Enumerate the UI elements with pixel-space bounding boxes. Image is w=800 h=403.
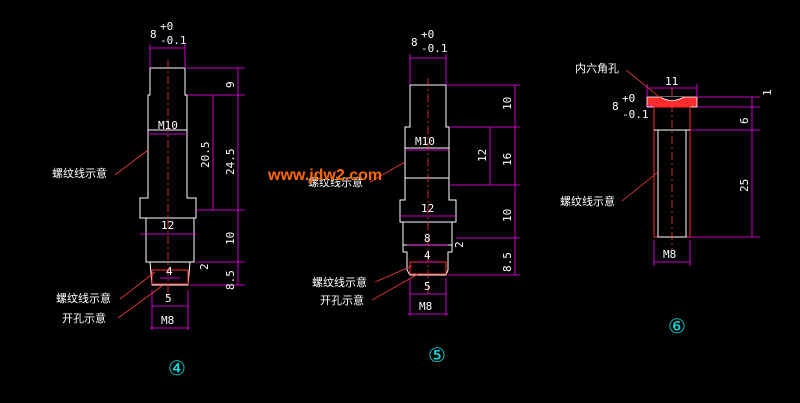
part6-note-thread: 螺纹线示意 bbox=[560, 194, 615, 208]
part4-dim-10: 10 bbox=[224, 232, 237, 245]
part4-note-thread-bottom: 螺纹线示意 bbox=[56, 291, 111, 305]
part4-hole-mark bbox=[151, 269, 189, 285]
part4-dim-9: 9 bbox=[224, 81, 237, 88]
part4-dim-2: 2 bbox=[198, 263, 211, 270]
part6-dim-1: 1 bbox=[761, 89, 774, 96]
part-6: 11 8 +0 -0.1 内六角孔 1 6 25 M8 螺纹线示意 ⑥ bbox=[560, 61, 774, 338]
part5-thread-label: M10 bbox=[415, 135, 435, 148]
part5-tol-lower: -0.1 bbox=[421, 42, 448, 55]
watermark: www.jdw2.com bbox=[267, 167, 382, 184]
part6-dim-m8: M8 bbox=[663, 248, 676, 261]
part5-dim-w12: 12 bbox=[421, 202, 434, 215]
part6-dim-6: 6 bbox=[738, 117, 751, 124]
part6-dim-25: 25 bbox=[738, 179, 751, 192]
part4-tol-base: 8 bbox=[150, 28, 157, 41]
part5-tol-upper: +0 bbox=[421, 28, 434, 41]
part5-dim-10a: 10 bbox=[501, 97, 514, 110]
part5-outline bbox=[399, 84, 457, 276]
part5-dim-m8: M8 bbox=[419, 300, 432, 313]
part4-dim-5: 5 bbox=[165, 292, 172, 305]
part-5: 8 +0 -0.1 M10 10 12 16 10 2 8.5 12 8 4 5… bbox=[308, 28, 520, 367]
part4-outline bbox=[139, 67, 197, 286]
part4-tol-lower: -0.1 bbox=[160, 34, 187, 47]
part-4: 8 +0 -0.1 M10 9 20.5 24.5 10 2 8.5 12 4 … bbox=[52, 20, 245, 380]
part4-dim-24-5: 24.5 bbox=[224, 149, 237, 176]
part6-circled-number: ⑥ bbox=[668, 314, 686, 338]
part5-note-thread-bottom: 螺纹线示意 bbox=[312, 275, 367, 289]
part4-dim-12: 12 bbox=[161, 219, 174, 232]
part4-note-thread: 螺纹线示意 bbox=[52, 166, 107, 180]
part4-dim-20-5: 20.5 bbox=[199, 142, 212, 169]
part5-dim-w4: 4 bbox=[424, 249, 431, 262]
part5-note-thread: 螺纹线示意 bbox=[308, 175, 363, 189]
part5-circled-number: ⑤ bbox=[428, 343, 446, 367]
part5-dim-8-5: 8.5 bbox=[501, 252, 514, 272]
part6-tol-lower: -0.1 bbox=[622, 108, 649, 121]
part5-dim-10b: 10 bbox=[501, 209, 514, 222]
part4-dim-m8: M8 bbox=[161, 314, 174, 327]
part4-thread-label: M10 bbox=[158, 119, 178, 132]
part4-circled-number: ④ bbox=[168, 356, 186, 380]
part4-dim-4: 4 bbox=[166, 265, 173, 278]
part5-dim-16: 16 bbox=[501, 153, 514, 166]
part6-tol-upper: +0 bbox=[622, 92, 635, 105]
part4-tol-upper: +0 bbox=[160, 20, 173, 33]
part6-note-hex: 内六角孔 bbox=[575, 61, 619, 75]
part5-dim-w5: 5 bbox=[424, 280, 431, 293]
part6-dim-w11: 11 bbox=[665, 75, 678, 88]
part5-dim-2: 2 bbox=[453, 241, 466, 248]
part4-note-hole: 开孔示意 bbox=[62, 311, 106, 325]
part5-dim-w8: 8 bbox=[424, 232, 431, 245]
part5-tol-base: 8 bbox=[411, 36, 418, 49]
part5-dim-12: 12 bbox=[476, 149, 489, 162]
part5-note-hole: 开孔示意 bbox=[320, 293, 364, 307]
part6-tol-base: 8 bbox=[612, 100, 619, 113]
part4-dim-8-5: 8.5 bbox=[224, 270, 237, 290]
